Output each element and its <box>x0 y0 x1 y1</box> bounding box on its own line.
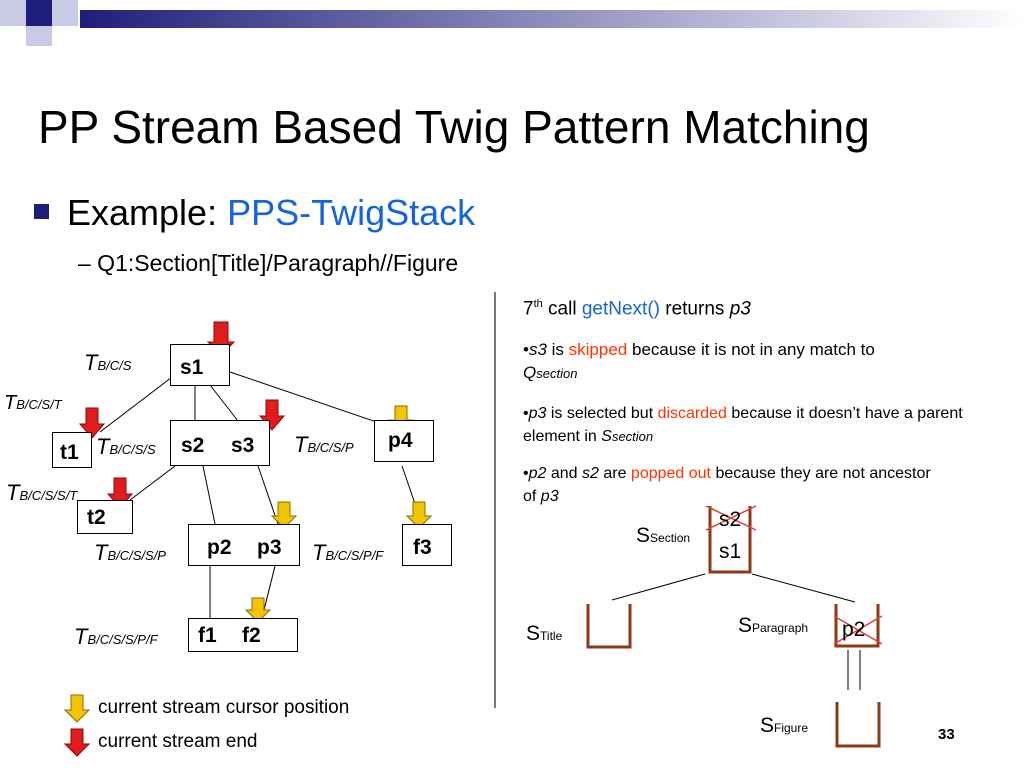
bullet-query: – Q1:Section[Title]/Paragraph//Figure <box>78 250 459 276</box>
stack-paragraph-shape <box>834 604 880 648</box>
vertical-divider <box>494 292 496 708</box>
stack-section-item-top: s2 <box>719 508 742 531</box>
yellow-arrow-icon <box>244 597 272 623</box>
stream-box-s2-s3 <box>170 420 270 466</box>
yellow-arrow-icon <box>270 501 298 529</box>
stack-paragraph-item: p2 <box>842 618 866 641</box>
stream-label-b-c-s-p-f: TB/C/S/P/F <box>312 540 384 565</box>
legend-red-arrow-icon <box>64 728 90 757</box>
stream-label-b-c-s-s-p: TB/C/S/S/P <box>94 540 166 565</box>
stream-label-b-c-s-p: TB/C/S/P <box>294 432 354 457</box>
stream-box-p4 <box>374 420 434 462</box>
stack-label-title: STitle <box>526 622 563 645</box>
stream-box-t2 <box>77 500 133 534</box>
page-title: PP Stream Based Twig Pattern Matching <box>38 101 870 153</box>
corner-decoration <box>0 0 1024 46</box>
stream-label-b-c-s: TB/C/S <box>84 350 132 375</box>
stack-figure-shape <box>835 702 881 748</box>
node-t1: t1 <box>60 441 79 464</box>
node-s3: s3 <box>231 434 255 457</box>
stream-label-b-c-s-s: TB/C/S/S <box>96 434 156 459</box>
stack-label-figure: SFigure <box>760 714 809 737</box>
bullet-prefix: Example: <box>67 192 228 233</box>
stream-label-b-c-s-s-t: TB/C/S/S/T <box>6 480 78 505</box>
stack-title-shape <box>586 604 632 649</box>
square-bullet-icon <box>34 204 49 219</box>
bullet-example: Example: PPS-TwigStack <box>34 192 475 234</box>
note-s3-skipped: •s3 is skipped because it is not in any … <box>523 340 875 382</box>
stream-label-b-c-s-s-p-f: TB/C/S/S/P/F <box>74 624 158 649</box>
node-t2: t2 <box>87 506 106 529</box>
legend-end-text: current stream end <box>98 731 258 752</box>
red-arrow-icon <box>78 407 106 439</box>
node-s1: s1 <box>180 356 204 379</box>
legend-cursor-text: current stream cursor position <box>98 697 350 718</box>
stack-label-section: SSection <box>636 524 691 547</box>
node-p2: p2 <box>207 536 232 559</box>
stack-section-shape <box>708 506 752 574</box>
note-p3-discarded: •p3 is selected but discarded because it… <box>523 405 963 445</box>
stack-section-item-bottom: s1 <box>719 540 742 563</box>
yellow-arrow-icon <box>405 501 433 529</box>
stream-box-f3 <box>402 524 452 566</box>
node-s2: s2 <box>181 434 205 457</box>
legend-yellow-arrow-icon <box>64 694 90 723</box>
node-f3: f3 <box>413 536 432 559</box>
stream-box-f1-f2 <box>188 618 298 652</box>
stack-label-paragraph: SParagraph <box>738 614 809 637</box>
node-p3: p3 <box>257 536 282 559</box>
page-number: 33 <box>938 726 955 743</box>
node-f2: f2 <box>242 624 261 647</box>
node-f1: f1 <box>198 624 217 647</box>
getnext-heading: 7th call getNext() returns p3 <box>523 298 751 320</box>
stream-box-t1 <box>52 432 92 468</box>
note-popped-out: •p2 and s2 are popped out because they a… <box>523 465 931 505</box>
node-p4: p4 <box>388 429 413 452</box>
stream-box-s1 <box>170 344 230 386</box>
bullet-highlight: PPS-TwigStack <box>227 192 476 233</box>
stream-label-b-c-s-t: TB/C/S/T <box>4 392 62 414</box>
stream-box-p2-p3 <box>188 524 300 566</box>
